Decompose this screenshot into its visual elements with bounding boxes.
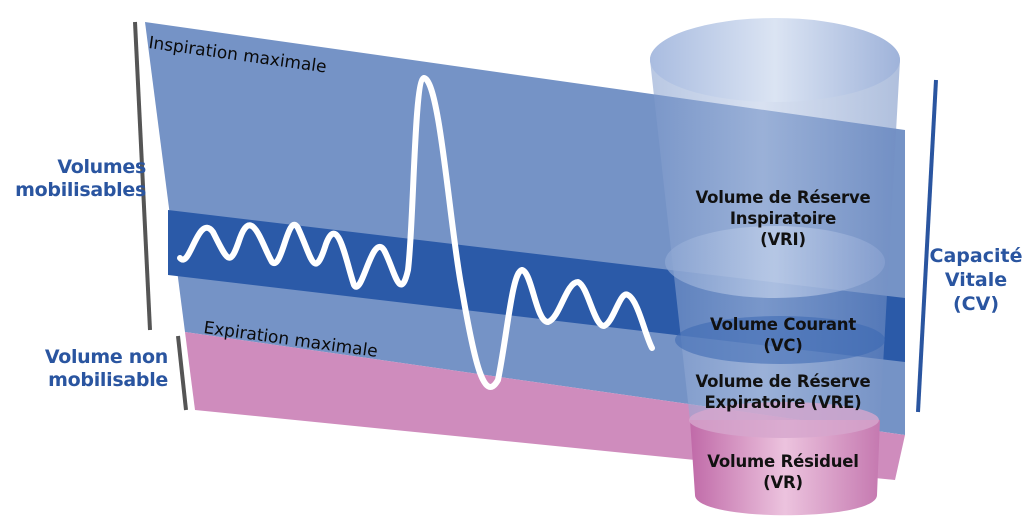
vre-label: Volume de Réserve Expiratoire (VRE): [695, 372, 871, 412]
vr-label: Volume Résiduel (VR): [707, 452, 859, 492]
volumes-mobilisables-label: Volumes mobilisables: [15, 156, 146, 201]
volume-non-mobilisable-label: Volume non mobilisable: [44, 346, 168, 391]
vri-label: Volume de Réserve Inspiratoire (VRI): [695, 188, 871, 249]
breathing-trace: [177, 75, 655, 390]
non-mobilisable-scale-bar: [176, 335, 188, 411]
vital-capacity-bar: [916, 79, 938, 413]
capacite-vitale-label: Capacité Vitale (CV): [929, 245, 1023, 315]
cup-glass: [650, 18, 900, 516]
vc-label: Volume Courant (VC): [709, 315, 857, 355]
mobilisable-scale-bar: [133, 21, 152, 331]
